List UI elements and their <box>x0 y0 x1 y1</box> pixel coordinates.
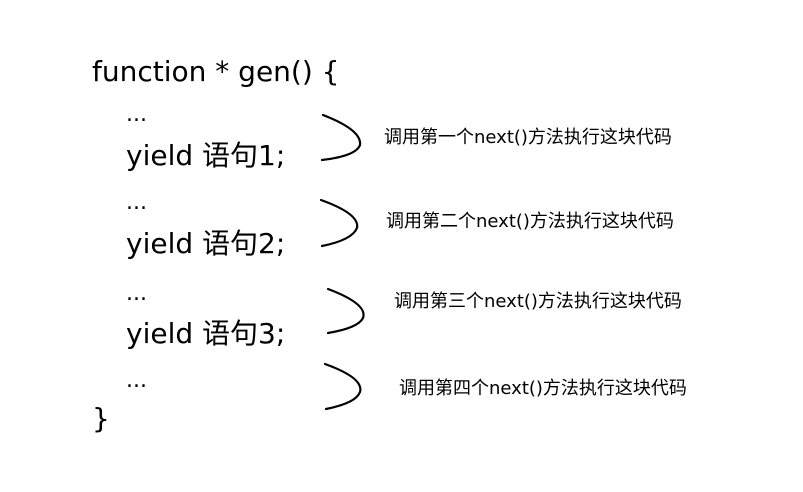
right-brace-1 <box>320 113 362 162</box>
annotation-1: 调用第一个next()方法执行这块代码 <box>384 127 672 148</box>
yield-statement-3: yield 语句3; <box>126 317 286 350</box>
yield-statement-2: yield 语句2; <box>126 227 286 260</box>
right-brace-3 <box>326 287 365 335</box>
right-brace-2 <box>319 198 359 248</box>
ellipsis-4: ... <box>126 368 147 393</box>
annotation-3: 调用第三个next()方法执行这块代码 <box>394 291 682 312</box>
annotation-4: 调用第四个next()方法执行这块代码 <box>399 378 687 399</box>
right-brace-4 <box>323 362 362 411</box>
ellipsis-3: ... <box>126 281 147 306</box>
closing-brace: } <box>92 402 110 435</box>
ellipsis-2: ... <box>126 190 147 215</box>
function-declaration: function * gen() { <box>92 55 340 88</box>
yield-statement-1: yield 语句1; <box>126 139 286 172</box>
annotation-2: 调用第二个next()方法执行这块代码 <box>386 211 674 232</box>
ellipsis-1: ... <box>126 102 147 127</box>
